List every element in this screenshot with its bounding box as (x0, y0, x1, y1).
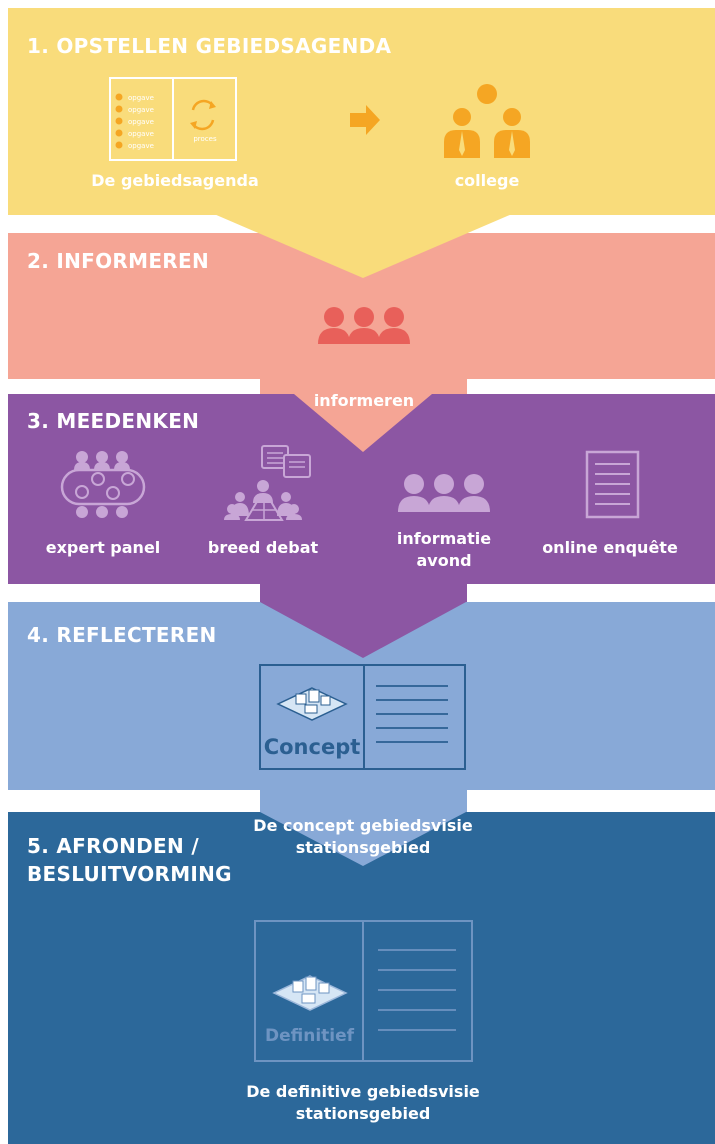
online-enquete-label: online enquête (542, 538, 678, 557)
step-1-title: 1. OPSTELLEN GEBIEDSAGENDA (27, 34, 392, 58)
college-caption: college (454, 171, 520, 190)
flow-arrow-1 (214, 214, 512, 278)
agenda-caption: De gebiedsagenda (91, 171, 259, 190)
step-5-band (8, 812, 715, 1144)
agenda-item: opgave (128, 142, 154, 150)
concept-caption-line1: De concept gebiedsvisie (253, 816, 473, 835)
step-5-title: 5. AFRONDEN / BESLUITVORMING (27, 832, 232, 888)
definitief-caption-line2: stationsgebied (295, 1104, 431, 1123)
concept-document-icon (259, 664, 466, 770)
step-3-title: 3. MEEDENKEN (27, 409, 200, 433)
agenda-item: opgave (128, 130, 154, 138)
group-icon (318, 307, 410, 344)
college-icon (444, 84, 530, 158)
agenda-item-list: opgave opgave opgave opgave opgave (128, 92, 172, 152)
agenda-item: opgave (128, 94, 154, 102)
step-5-title-line1: 5. AFRONDEN / (27, 834, 199, 858)
expert-panel-icon (60, 451, 146, 518)
agenda-item: opgave (128, 106, 154, 114)
flow-arrow-2 (260, 379, 467, 452)
agenda-item: opgave (128, 118, 154, 126)
orange-arrow-icon (350, 105, 380, 135)
step-2-title: 2. INFORMEREN (27, 249, 209, 273)
concept-document-label: Concept (263, 735, 361, 759)
definitief-map-icon (272, 975, 348, 1011)
step-4-title: 4. REFLECTEREN (27, 623, 217, 647)
concept-caption: De concept gebiedsvisie stationsgebied (220, 815, 506, 859)
definitief-caption-line1: De definitive gebiedsvisie (246, 1082, 480, 1101)
informeren-arrow-label: informeren (313, 391, 415, 410)
flow-arrow-3 (260, 584, 467, 658)
process-label: proces (193, 135, 217, 143)
informatie-avond-line1: informatie (396, 529, 492, 548)
concept-map-icon (276, 687, 348, 721)
informatie-avond-icon (398, 474, 490, 512)
step-1-band (8, 8, 715, 215)
breed-debat-label: breed debat (207, 538, 319, 557)
definitief-caption: De definitive gebiedsvisie stationsgebie… (210, 1081, 516, 1125)
online-enquete-icon (585, 450, 640, 519)
flow-arrow-4 (260, 790, 467, 866)
gebiedsagenda-icon (109, 77, 237, 161)
breed-debat-icon (224, 445, 311, 521)
expert-panel-label: expert panel (45, 538, 161, 557)
definitief-document-label: Definitief (264, 1026, 355, 1046)
concept-caption-line2: stationsgebied (295, 838, 431, 857)
informatie-avond-line2: avond (416, 551, 472, 570)
informatie-avond-label: informatie avond (374, 528, 514, 572)
definitief-document-icon (254, 920, 473, 1062)
step-5-title-line2: BESLUITVORMING (27, 862, 232, 886)
